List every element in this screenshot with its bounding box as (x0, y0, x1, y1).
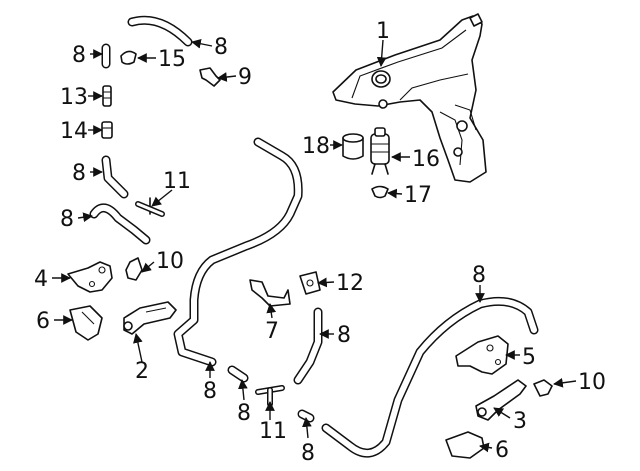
callout-2: 2 (135, 359, 149, 384)
callout-10-right: 10 (578, 370, 606, 395)
cap (120, 50, 137, 65)
connector-13 (102, 85, 112, 107)
callout-8-i: 8 (472, 263, 486, 288)
nozzle-bracket-left (67, 261, 113, 293)
callout-8-g: 8 (337, 323, 351, 348)
callout-10-left: 10 (156, 249, 184, 274)
callout-15: 15 (158, 47, 186, 72)
callout-6-left: 6 (36, 309, 50, 334)
callout-7: 7 (265, 319, 279, 344)
hose-bracket (249, 279, 291, 307)
callout-8-a: 8 (72, 43, 86, 68)
check-valve (101, 121, 113, 139)
nozzle-cover-right (445, 431, 485, 459)
pump-grommet (342, 133, 364, 160)
washer-reservoir (332, 13, 487, 183)
hose-long-center (173, 137, 303, 367)
washer-nozzle-right (475, 379, 527, 421)
callout-8-f: 8 (237, 401, 251, 426)
hose-left-middle (89, 203, 151, 245)
callout-6-right: 6 (495, 438, 509, 463)
tee-connector-lower (255, 385, 285, 407)
callout-12: 12 (336, 271, 364, 296)
hose-long-right (321, 296, 539, 458)
nozzle-cover-left (69, 305, 103, 341)
hose-left-upper (101, 155, 129, 199)
callout-3: 3 (513, 409, 527, 434)
elbow-connector-10-right (533, 379, 553, 397)
connector-12 (299, 271, 321, 295)
callout-8-h: 8 (301, 441, 315, 466)
callout-8-e: 8 (203, 379, 217, 404)
elbow-connector-10-left (125, 257, 143, 281)
callout-11-lower: 11 (259, 419, 287, 444)
callout-11-upper: 11 (163, 169, 191, 194)
callout-1: 1 (376, 19, 390, 44)
tee-connector-upper (135, 197, 165, 217)
callout-4: 4 (34, 267, 48, 292)
leader-lines (52, 38, 577, 453)
hose-center-right (293, 307, 323, 385)
hose-top (127, 15, 193, 47)
callout-18: 18 (302, 134, 330, 159)
callout-8-d: 8 (60, 207, 74, 232)
callout-5: 5 (522, 345, 536, 370)
tube-short-bottom (297, 409, 315, 423)
callout-13: 13 (60, 85, 88, 110)
callout-17: 17 (404, 183, 432, 208)
reservoir-grommet (371, 185, 389, 199)
callout-16: 16 (412, 147, 440, 172)
washer-nozzle-left (123, 301, 177, 335)
tube-short-middle (227, 365, 249, 383)
callout-labels: 1 2 3 4 5 6 6 7 8 8 8 8 8 8 8 8 8 9 10 1… (34, 19, 606, 466)
callout-8-c: 8 (72, 161, 86, 186)
callout-14: 14 (60, 119, 88, 144)
nozzle-bracket-right (455, 335, 509, 375)
callout-9: 9 (238, 65, 252, 90)
callout-8-b: 8 (214, 35, 228, 60)
washer-pump (370, 127, 390, 175)
elbow-connector-9 (199, 67, 221, 87)
